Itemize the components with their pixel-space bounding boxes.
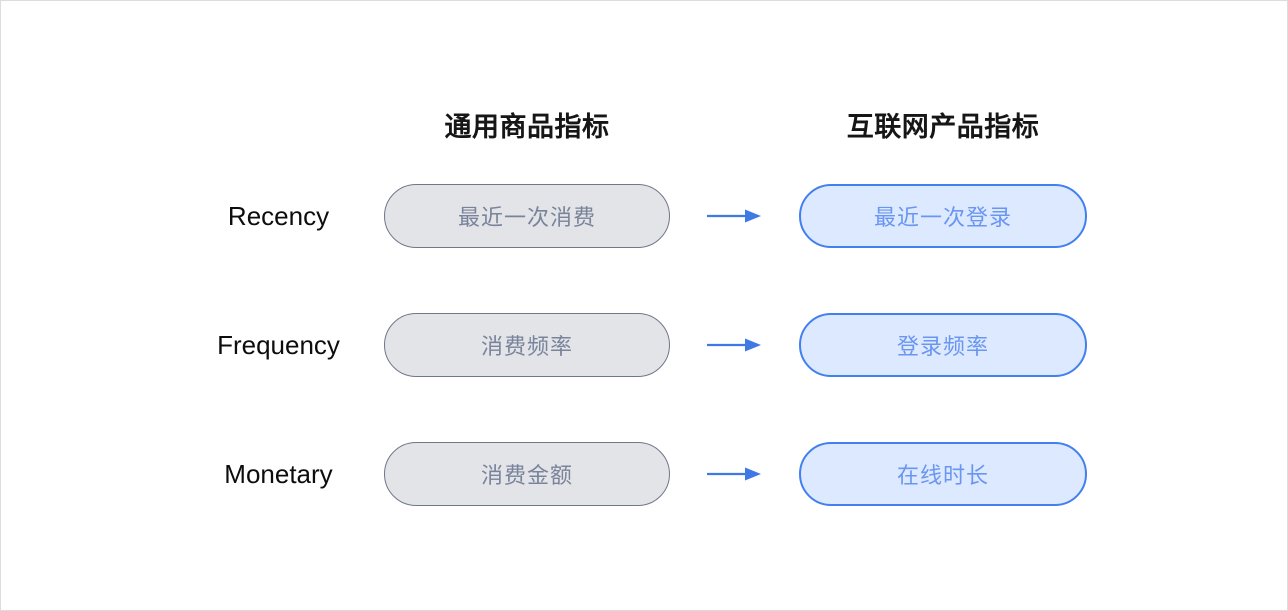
mapping-row: Frequency 消费频率 登录频率 xyxy=(1,313,1287,377)
target-metric-pill-frequency: 登录频率 xyxy=(799,313,1087,377)
target-metric-pill-recency: 最近一次登录 xyxy=(799,184,1087,248)
source-metric-pill-recency: 最近一次消费 xyxy=(384,184,670,248)
mapping-row: Monetary 消费金额 在线时长 xyxy=(1,442,1287,506)
column-header-internet-metrics: 互联网产品指标 xyxy=(846,112,1040,142)
row-label-frequency: Frequency xyxy=(217,329,340,360)
arrow-right-icon xyxy=(701,442,771,506)
column-header-generic-metrics: 通用商品指标 xyxy=(444,112,610,142)
row-label-recency: Recency xyxy=(227,200,330,231)
mapping-row: Recency 最近一次消费 最近一次登录 xyxy=(1,184,1287,248)
target-metric-pill-monetary: 在线时长 xyxy=(799,442,1087,506)
arrow-right-icon xyxy=(701,313,771,377)
source-metric-pill-frequency: 消费频率 xyxy=(384,313,670,377)
row-label-monetary: Monetary xyxy=(224,458,333,489)
column-header-row: 通用商品指标 互联网产品指标 xyxy=(1,105,1287,149)
source-metric-pill-monetary: 消费金额 xyxy=(384,442,670,506)
arrow-right-icon xyxy=(701,184,771,248)
